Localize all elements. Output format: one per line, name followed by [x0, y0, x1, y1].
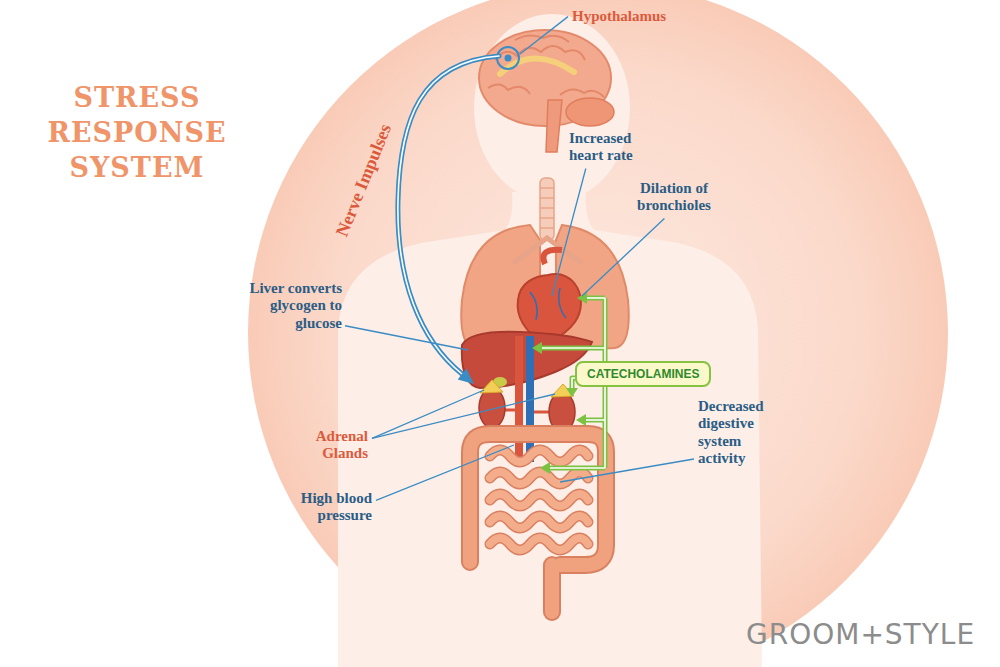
coronary-vessels [530, 288, 566, 320]
intestines [470, 434, 606, 612]
cerebellum [566, 98, 614, 126]
effect-label: Dilation of bronchioles [626, 180, 722, 215]
trachea-rings [540, 188, 554, 228]
leader-line [560, 459, 694, 482]
aortic-arch [543, 250, 562, 264]
background-circle [248, 0, 948, 667]
aorta [515, 336, 523, 462]
leader-line [376, 445, 514, 500]
heart [518, 250, 581, 345]
hormone-name: CATECHOLAMINES [587, 367, 699, 381]
leader-line [372, 394, 555, 438]
effect-label: Increased heart rate [569, 130, 653, 165]
effect-label: Decreased digestive system activity [698, 398, 780, 467]
brain-stem [546, 100, 562, 152]
brain-folds [488, 35, 604, 97]
diagram-title: STRESS RESPONSE SYSTEM [47, 80, 226, 185]
left-adrenal-gland [480, 380, 503, 393]
leader-line [552, 169, 586, 297]
nerve-impulse-arrow [398, 56, 499, 374]
head-silhouette [474, 14, 630, 202]
leader-line [582, 219, 664, 297]
left-kidney [479, 388, 505, 428]
effect-label: High blood pressure [290, 490, 372, 525]
effect-label: Liver converts glycogen to glucose [232, 280, 342, 332]
leader-line [372, 390, 484, 438]
hormone-box: CATECHOLAMINES [575, 361, 711, 387]
structure-label: Adrenal Glands [296, 428, 368, 463]
trachea [540, 178, 554, 240]
leader-line [345, 326, 468, 350]
structure-label: Hypothalamus [572, 8, 666, 25]
leader-line [520, 17, 568, 54]
watermark: GROOM+STYLE [746, 618, 975, 652]
renal-vessels [505, 410, 550, 412]
limbic-region [500, 58, 574, 74]
hypothalamus-dot [505, 55, 512, 62]
nerve-arrowhead [458, 369, 474, 385]
body-silhouette [338, 14, 762, 667]
